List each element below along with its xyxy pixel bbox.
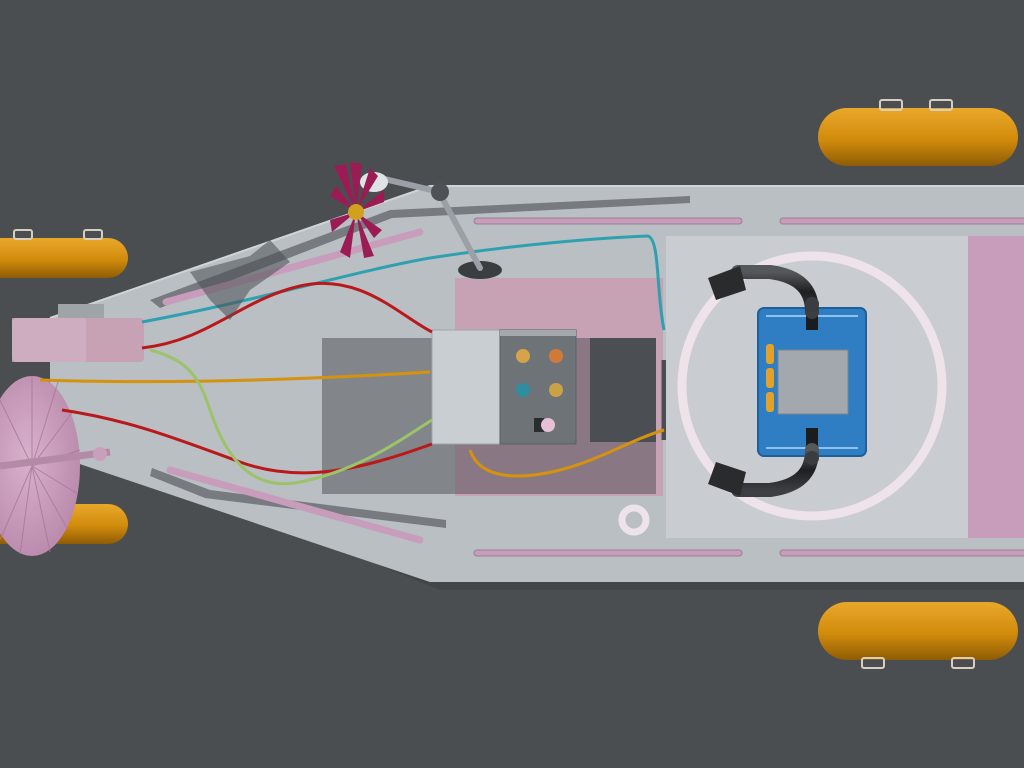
- wire-red-upper: [141, 281, 433, 350]
- dark-block: [590, 338, 656, 442]
- arm-assembly: [360, 172, 502, 279]
- slot-bottom-1: [473, 549, 743, 557]
- float-top-left: [0, 229, 128, 278]
- washer: [618, 504, 650, 536]
- gripper-lower: [708, 443, 819, 497]
- flower: [330, 162, 384, 258]
- flower-shadow: [190, 240, 290, 320]
- target-ring: [677, 251, 947, 521]
- float-bottom-right: [818, 602, 1018, 669]
- slot-top-1: [473, 217, 743, 225]
- indicator-light-3: [516, 383, 530, 397]
- rod-lower: [166, 466, 424, 544]
- float-top-right: [818, 99, 1018, 166]
- blue-module: [757, 307, 867, 457]
- chassis-edge: [49, 185, 1024, 319]
- indicator-light-2: [549, 349, 563, 363]
- pad-side-strip: [968, 236, 1024, 538]
- control-box-top: [500, 330, 576, 336]
- slot-bottom-2: [779, 549, 1024, 557]
- wire-orange-lower: [468, 428, 665, 478]
- dome-assembly: [0, 376, 111, 556]
- indicator-light-1: [516, 349, 530, 363]
- lower-shadow: [150, 468, 446, 528]
- switch-slot: [534, 418, 544, 432]
- switch-knob[interactable]: [541, 418, 555, 432]
- wire-red-lower: [61, 408, 433, 475]
- wire-orange: [39, 370, 431, 384]
- control-box-side: [431, 329, 501, 445]
- wire-green: [149, 348, 433, 486]
- gripper-upper: [708, 265, 819, 319]
- nose-box-front: [12, 318, 86, 362]
- indicator-light-4: [549, 383, 563, 397]
- slot-top-2: [779, 217, 1024, 225]
